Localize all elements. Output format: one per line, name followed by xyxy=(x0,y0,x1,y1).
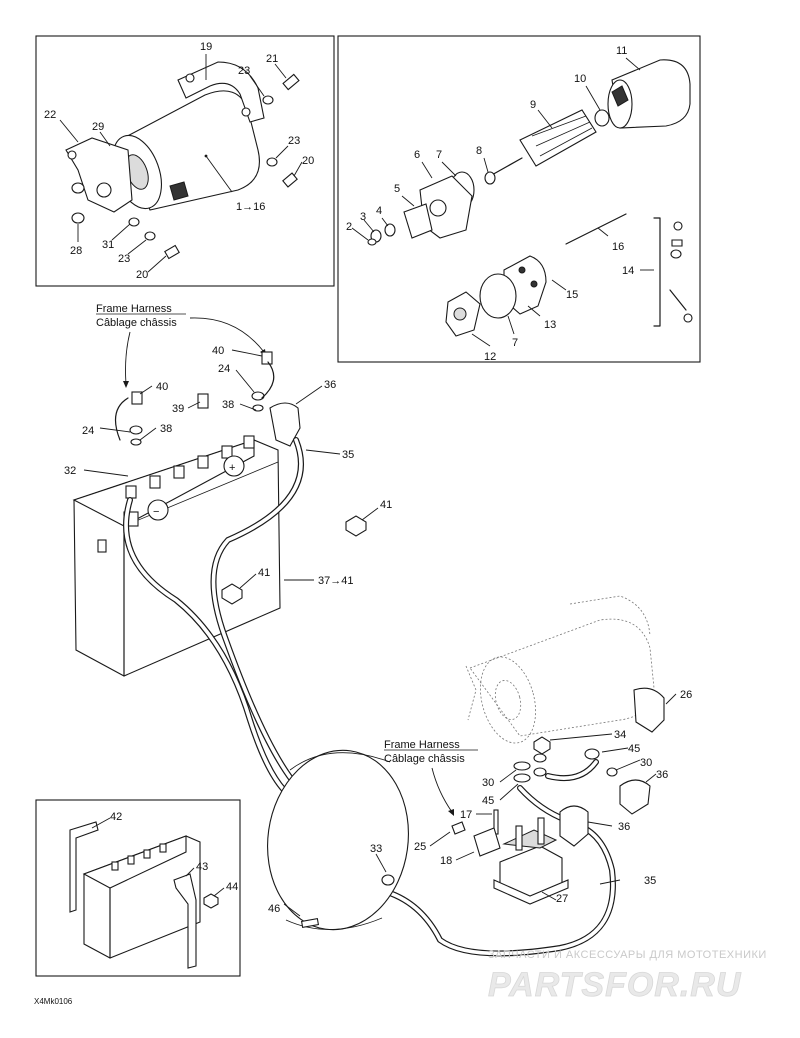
callout-23-a: 23 xyxy=(238,65,250,77)
callout-33: 33 xyxy=(370,843,382,855)
callout-36-b: 36 xyxy=(656,769,668,781)
plus-sign: + xyxy=(229,462,235,474)
callout-36-a: 36 xyxy=(324,379,336,391)
callout-38-a: 38 xyxy=(222,399,234,411)
callout-20-b: 20 xyxy=(136,269,148,281)
callout-5: 5 xyxy=(394,183,400,195)
watermark-text: ЗАПЧАСТИ И АКСЕССУАРЫ ДЛЯ МОТОТЕХНИКИ xyxy=(488,949,767,961)
callout-42: 42 xyxy=(110,811,122,823)
callout-39: 39 xyxy=(172,403,184,415)
frame-harness-fr-bottom: Câblage châssis xyxy=(384,753,465,765)
callout-34: 34 xyxy=(614,729,626,741)
callout-13: 13 xyxy=(544,319,556,331)
callout-18: 18 xyxy=(440,855,452,867)
callout-19: 19 xyxy=(200,41,212,53)
frame-harness-label-top: Frame Harness Câblage châssis xyxy=(96,303,266,388)
frame-harness-en-top: Frame Harness xyxy=(96,303,172,315)
watermark-logo: PARTSFOR.RU xyxy=(488,966,742,1004)
callout-3: 3 xyxy=(360,211,366,223)
callout-40-b: 40 xyxy=(212,345,224,357)
callout-45-a: 45 xyxy=(628,743,640,755)
battery-assembly: − + 40 40 24 24 xyxy=(64,345,392,677)
callout-24-b: 24 xyxy=(82,425,94,437)
frame-harness-en-bottom: Frame Harness xyxy=(384,739,460,751)
callout-15: 15 xyxy=(566,289,578,301)
callout-45-b: 45 xyxy=(482,795,494,807)
callout-30-a: 30 xyxy=(640,757,652,769)
callout-25: 25 xyxy=(414,841,426,853)
callout-14: 14 xyxy=(622,265,634,277)
callout-28: 28 xyxy=(70,245,82,257)
callout-31: 31 xyxy=(102,239,114,251)
starter-lower-ghost: 26 xyxy=(465,595,692,744)
callout-4: 4 xyxy=(376,205,382,217)
solenoid-assembly: Frame Harness Câblage châssis 34 45 30 3… xyxy=(268,729,668,928)
callout-11: 11 xyxy=(616,45,627,57)
callout-41-b: 41 xyxy=(258,567,270,579)
callout-23-c: 23 xyxy=(118,253,130,265)
callout-2: 2 xyxy=(346,221,352,233)
minus-terminal-symbol xyxy=(147,499,169,521)
callout-27: 27 xyxy=(556,893,568,905)
callout-7-b: 7 xyxy=(512,337,518,349)
battery-bracket-inset: 42 43 44 xyxy=(35,799,241,977)
callout-36-c: 36 xyxy=(618,821,630,833)
engine-housing xyxy=(267,749,409,931)
callout-20-a: 20 xyxy=(302,155,314,167)
callout-46: 46 xyxy=(268,903,280,915)
range-1-16: 1→16 xyxy=(236,201,265,213)
callout-21: 21 xyxy=(266,53,278,65)
callout-40-a: 40 xyxy=(156,381,168,393)
starter-exploded-inset: 11 10 9 8 7 6 5 4 3 2 16 14 15 13 7 12 xyxy=(337,35,701,363)
callout-17: 17 xyxy=(460,809,472,821)
callout-35-a: 35 xyxy=(342,449,354,461)
callout-12: 12 xyxy=(484,351,496,363)
callout-8: 8 xyxy=(476,145,482,157)
figure-code: X4Mk0106 xyxy=(34,997,73,1006)
callout-24-a: 24 xyxy=(218,363,230,375)
callout-43: 43 xyxy=(196,861,208,873)
callout-32: 32 xyxy=(64,465,76,477)
callout-10: 10 xyxy=(574,73,586,85)
callout-38-b: 38 xyxy=(160,423,172,435)
callout-22: 22 xyxy=(44,109,56,121)
callout-41-a: 41 xyxy=(380,499,392,511)
callout-7-a: 7 xyxy=(436,149,442,161)
callout-23-b: 23 xyxy=(288,135,300,147)
starter-motor-inset: 19 23 21 23 20 22 29 1→16 28 31 23 20 xyxy=(35,35,335,287)
callout-35-b: 35 xyxy=(644,875,656,887)
callout-30-b: 30 xyxy=(482,777,494,789)
plus-terminal-symbol xyxy=(223,455,245,477)
callout-9: 9 xyxy=(530,99,536,111)
range-37-41: 37→41 xyxy=(318,575,353,587)
bolt-20-upper xyxy=(266,157,298,188)
callout-29: 29 xyxy=(92,121,104,133)
minus-sign: − xyxy=(153,506,159,518)
callout-16: 16 xyxy=(612,241,624,253)
callout-6: 6 xyxy=(414,149,420,161)
callout-44: 44 xyxy=(226,881,238,893)
frame-harness-fr-top: Câblage châssis xyxy=(96,317,177,329)
bolt-21 xyxy=(262,73,300,105)
callout-26: 26 xyxy=(680,689,692,701)
